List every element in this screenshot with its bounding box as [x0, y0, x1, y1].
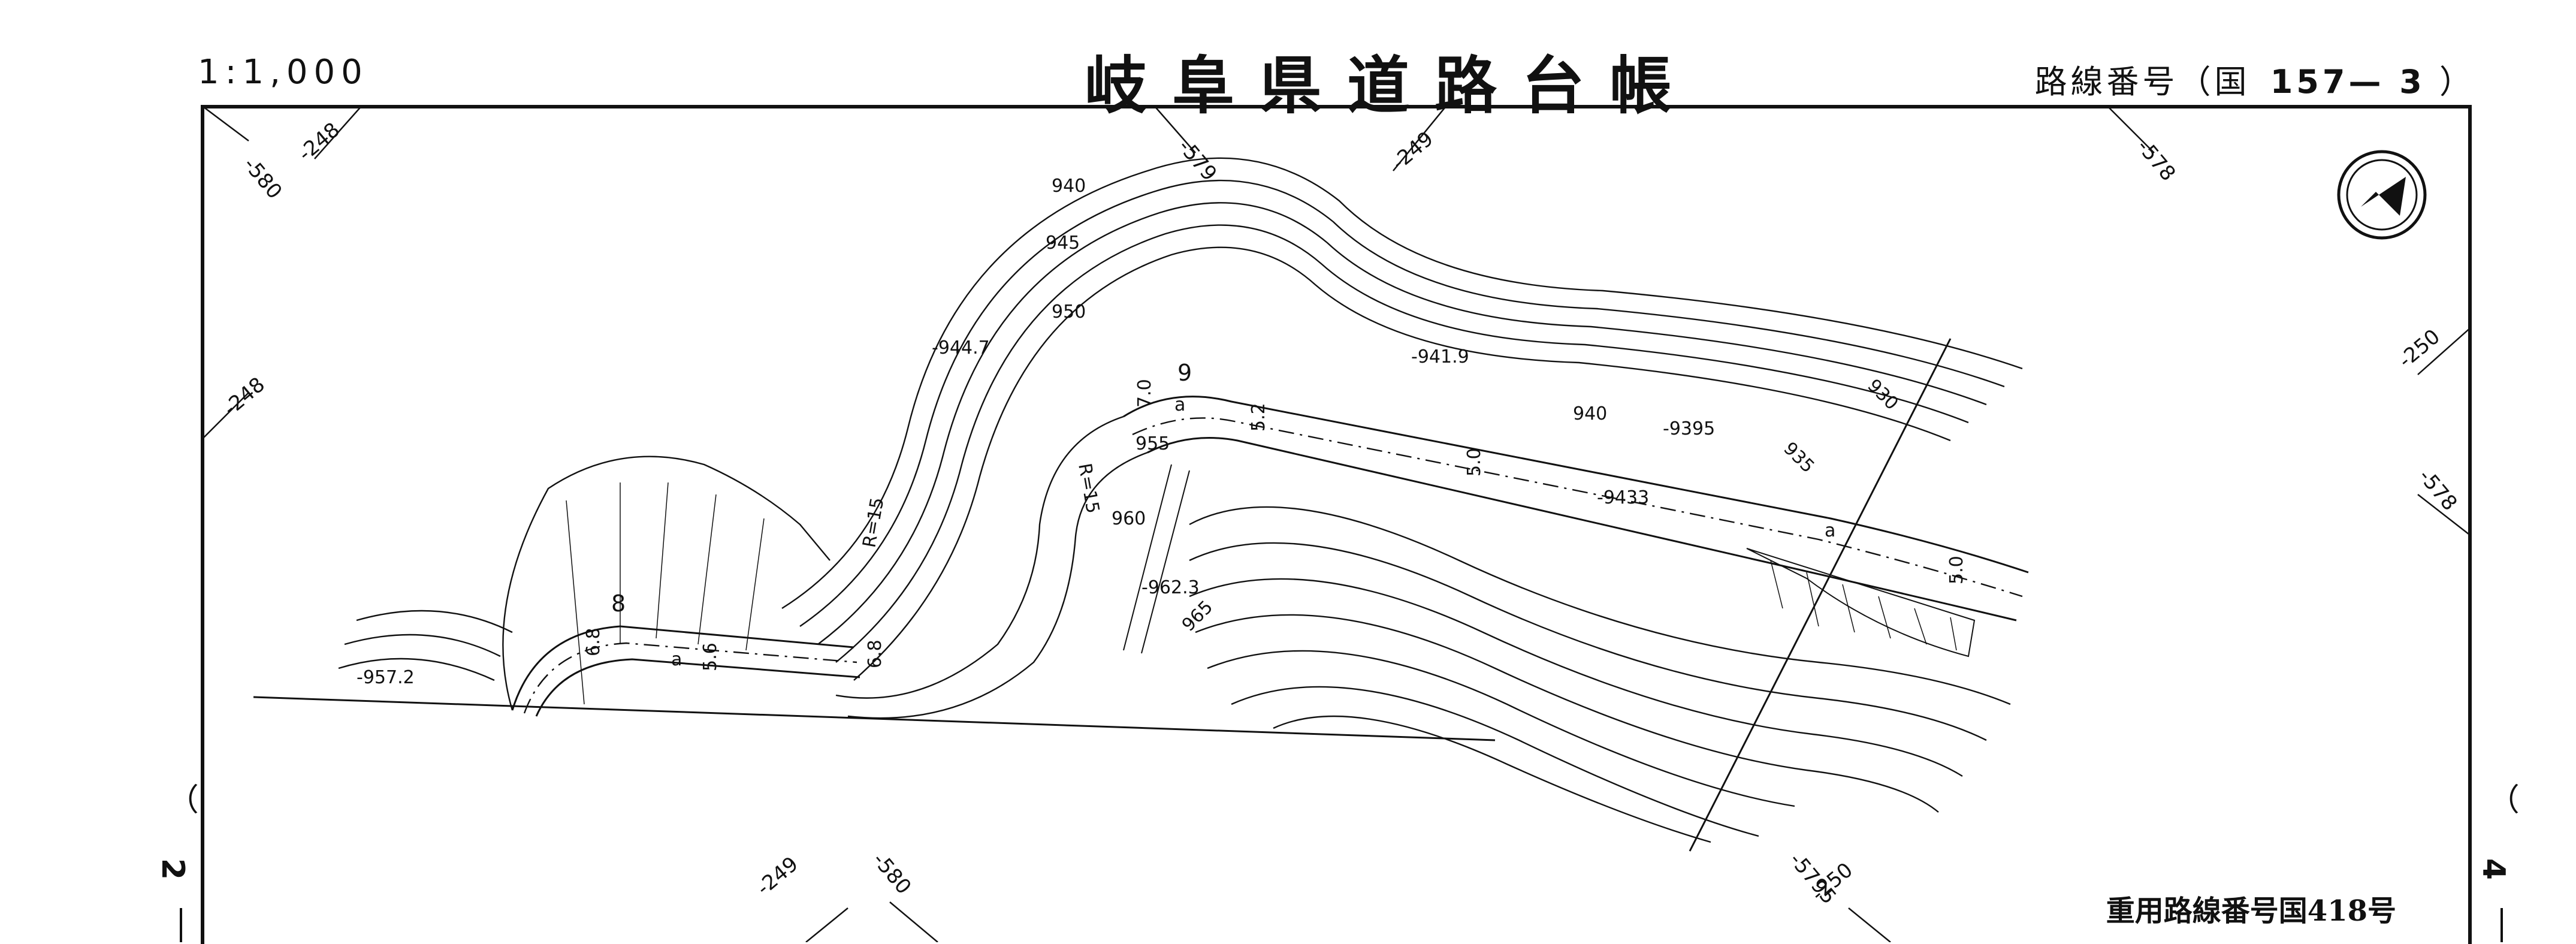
sheet-link-paren: ︶ — [163, 783, 200, 815]
elevation-label: -962.3 — [1141, 577, 1200, 598]
grid-label: -578 — [2132, 135, 2180, 186]
sheet-link-right[interactable]: 4 — [2475, 858, 2512, 880]
sheet-link-left-rule — [180, 908, 182, 942]
road-label: a — [671, 649, 682, 670]
dimension-label: 5.0 — [1946, 556, 1967, 584]
grid-label: -578 — [2414, 465, 2462, 515]
overlap-route-note: 重用路線番号国418号 — [2106, 894, 2396, 928]
curve-radius-label: R=15 — [1074, 462, 1103, 515]
road-label: a — [1174, 394, 1185, 415]
sheet-link-paren: ︶ — [2484, 783, 2520, 815]
elevation-label: 965 — [1178, 596, 1217, 635]
dimension-label: 6.8 — [865, 640, 886, 668]
grid-label: -248 — [219, 373, 270, 421]
elevation-label: 935 — [1779, 438, 1818, 477]
grid-label: -248 — [294, 118, 345, 166]
north-arrow-icon — [2337, 150, 2427, 240]
dimension-label: 5.6 — [700, 643, 721, 671]
road-station-label: 8 — [611, 590, 626, 617]
grid-label: -250 — [2394, 325, 2445, 373]
page-title: 岐阜県道路台帳 — [1085, 49, 1698, 122]
map-frame — [201, 105, 2472, 944]
elevation-label: -9395 — [1663, 418, 1715, 439]
elevation-label: 960 — [1112, 508, 1146, 529]
route-prefix: 路線番号（国 — [2034, 63, 2251, 101]
elevation-label: -944.7 — [932, 337, 990, 358]
dimension-label: 5.0 — [1464, 448, 1485, 476]
grid-label: -579 — [1173, 135, 1221, 186]
route-suffix: ） — [2439, 63, 2475, 101]
elevation-label: 940 — [1052, 176, 1086, 197]
sheet-link-right-rule — [2500, 908, 2503, 942]
road-label: a — [1825, 520, 1835, 541]
elevation-label: 930 — [1863, 375, 1902, 414]
elevation-label: -957.2 — [357, 667, 415, 688]
elevation-label: 940 — [1573, 403, 1607, 424]
elevation-label: -9433 — [1597, 487, 1649, 508]
map-scale: 1:1,000 — [198, 53, 369, 92]
elevation-label: 950 — [1052, 301, 1086, 322]
road-station-label: 9 — [1177, 360, 1192, 386]
dimension-label: 6.8 — [583, 628, 604, 656]
elevation-label: 955 — [1136, 433, 1170, 454]
grid-label: -580 — [238, 153, 286, 204]
dimension-label: 7.0 — [1134, 379, 1155, 408]
route-number-value: 157— 3 — [2270, 63, 2426, 101]
elevation-label: -941.9 — [1411, 346, 1469, 367]
grid-label: -580 — [868, 848, 916, 899]
elevation-label: 945 — [1046, 233, 1080, 254]
dimension-label: 5.2 — [1248, 403, 1269, 432]
grid-label: -249 — [752, 852, 803, 900]
road-map: -580 -248 -579 -249 -578 -248 -250 -578 … — [201, 105, 2472, 942]
sheet-link-left[interactable]: 2 — [155, 858, 191, 880]
route-number: 路線番号（国 157— 3 ） — [2035, 55, 2475, 102]
